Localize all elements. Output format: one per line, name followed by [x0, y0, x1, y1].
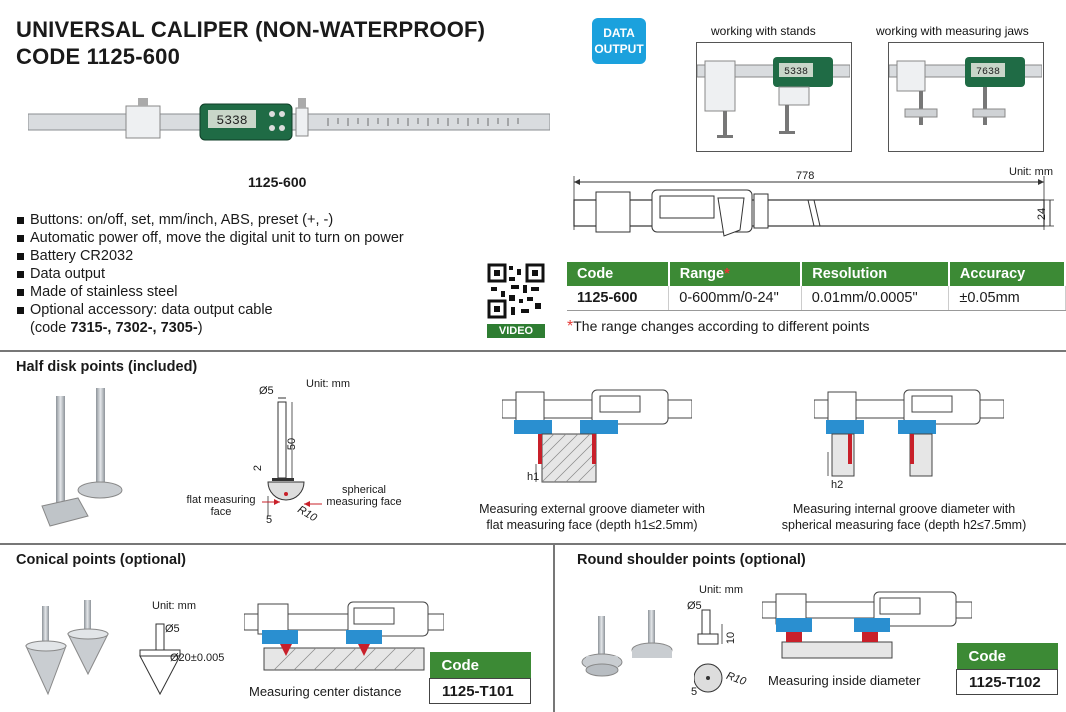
- spec-cell: ±0.05mm: [948, 286, 1066, 311]
- spec-header-range: Range*: [668, 262, 803, 286]
- round-shoulder-len: 10: [725, 631, 738, 645]
- inside-diameter-drawing: [762, 591, 972, 659]
- qr-icon: [487, 263, 545, 319]
- half-disk-points-photo: [41, 388, 123, 527]
- spec-cell: 0.01mm/0.0005": [801, 286, 950, 311]
- center-distance-drawing: [244, 601, 444, 671]
- dimension-height: 24: [1036, 207, 1049, 221]
- round-shoulder-code: 1125-T102: [956, 669, 1058, 695]
- jaws-label: working with measuring jaws: [876, 24, 1029, 38]
- data-output-badge: DATA OUTPUT: [592, 18, 646, 64]
- half-disk-drawing: [267, 397, 305, 516]
- round-shoulder-code-box: Code 1125-T102: [956, 643, 1058, 695]
- page-title: UNIVERSAL CALIPER (NON-WATERPROOF) CODE …: [16, 17, 486, 69]
- half-disk-len: 50: [286, 437, 299, 451]
- spec-header-code: Code: [567, 262, 670, 286]
- round-shoulder-caption: Measuring inside diameter: [768, 673, 921, 688]
- callout-arrows: [262, 499, 322, 507]
- qr-video-label: VIDEO: [487, 324, 545, 338]
- stands-label: working with stands: [711, 24, 816, 38]
- spec-header-accuracy: Accuracy: [948, 262, 1066, 286]
- feature-item: Buttons: on/off, set, mm/inch, ABS, pres…: [16, 211, 476, 229]
- conical-dia: Ø5: [165, 623, 180, 635]
- internal-groove-drawing: [814, 389, 1004, 477]
- conical-drawing: [139, 623, 181, 696]
- conical-code: 1125-T101: [429, 678, 531, 704]
- dimension-unit: Unit: mm: [1009, 166, 1053, 178]
- feature-list: Buttons: on/off, set, mm/inch, ABS, pres…: [16, 211, 476, 337]
- feature-item: Automatic power off, move the digital un…: [16, 229, 476, 247]
- h1-label: h1: [527, 471, 540, 483]
- jaws-reading: 7638: [976, 67, 1000, 78]
- h2-label: h2: [831, 479, 844, 491]
- spec-header-resolution: Resolution: [801, 262, 950, 286]
- round-shoulder-base: 5: [691, 686, 698, 698]
- external-groove-drawing: [502, 389, 692, 483]
- round-shoulder-code-header: Code: [956, 643, 1058, 670]
- round-shoulder-drawing: [694, 609, 723, 693]
- dimension-drawing: [573, 176, 1054, 237]
- main-model-label: 1125-600: [248, 174, 307, 190]
- feature-item: Battery CR2032: [16, 247, 476, 265]
- feature-item-continuation: (code 7315-, 7302-, 7305-): [30, 320, 203, 336]
- conical-code-box: Code 1125-T101: [429, 652, 531, 704]
- display-reading: 5338: [216, 113, 247, 128]
- section-divider: [0, 543, 1066, 545]
- spec-table: Code Range* Resolution Accuracy 1125-600…: [567, 262, 1066, 311]
- spec-cell: 1125-600: [567, 286, 670, 311]
- feature-item: Optional accessory: data output cable: [16, 301, 476, 319]
- feature-item: Data output: [16, 265, 476, 283]
- half-disk-base: 5: [266, 514, 273, 526]
- round-shoulder-title: Round shoulder points (optional): [577, 552, 806, 568]
- stands-photo: 5338: [696, 42, 852, 152]
- range-note: *The range changes according to differen…: [567, 318, 870, 335]
- round-shoulder-dia: Ø5: [687, 600, 702, 612]
- table-row: 1125-600 0-600mm/0-24" 0.01mm/0.0005" ±0…: [567, 286, 1066, 311]
- round-shoulder-photo: [581, 610, 673, 677]
- half-disk-short: 2: [252, 464, 265, 472]
- caliper-photo: 5338: [28, 98, 550, 141]
- conical-unit: Unit: mm: [152, 600, 196, 612]
- video-qr-code[interactable]: VIDEO: [487, 263, 545, 338]
- vertical-divider: [553, 543, 555, 712]
- conical-points-photo: [25, 600, 109, 696]
- half-disk-dia: Ø5: [259, 385, 274, 397]
- conical-dia2: Ø20±0.005: [170, 652, 225, 664]
- round-shoulder-unit: Unit: mm: [699, 584, 743, 596]
- section-divider: [0, 350, 1066, 352]
- conical-title: Conical points (optional): [16, 552, 186, 568]
- stands-reading: 5338: [784, 67, 808, 78]
- conical-caption: Measuring center distance: [249, 684, 402, 699]
- dimension-length: 778: [796, 170, 815, 182]
- half-disk-unit: Unit: mm: [306, 378, 350, 390]
- half-disk-title: Half disk points (included): [16, 359, 198, 375]
- conical-code-header: Code: [429, 652, 531, 679]
- feature-item: Made of stainless steel: [16, 283, 476, 301]
- jaws-photo: 7638: [888, 42, 1044, 152]
- spec-cell: 0-600mm/0-24": [668, 286, 802, 311]
